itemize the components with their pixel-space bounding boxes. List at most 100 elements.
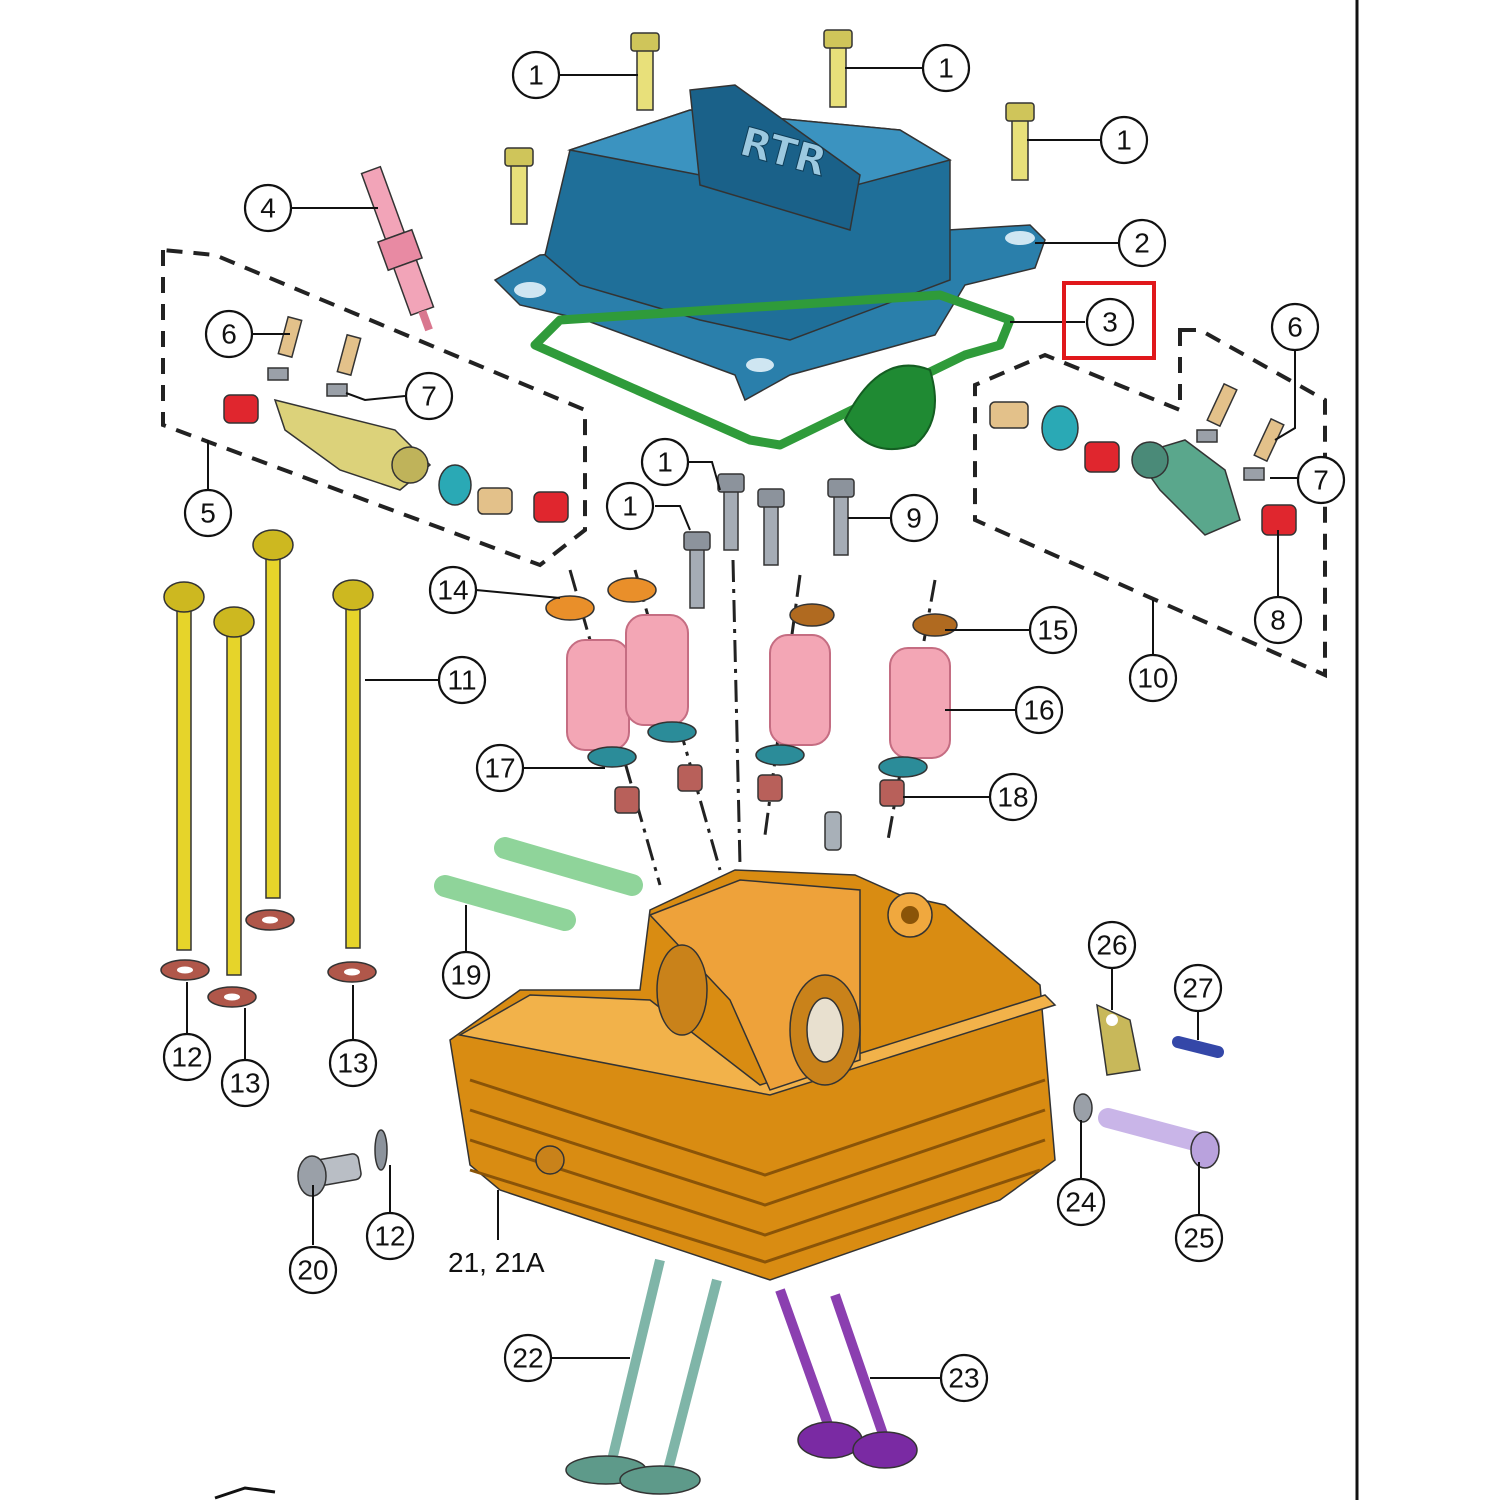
callout-1d: 1	[640, 437, 690, 487]
svg-text:18: 18	[997, 782, 1028, 813]
svg-text:27: 27	[1182, 973, 1213, 1004]
side-parts	[297, 1003, 1224, 1197]
callout-19: 19	[441, 950, 491, 1000]
callout-1b: 1	[921, 43, 971, 93]
callout-11: 11	[437, 655, 487, 705]
bolt-1b	[823, 29, 853, 108]
callout-1e: 1	[605, 481, 655, 531]
orientation-arrow	[214, 1486, 276, 1500]
svg-text:6: 6	[1287, 312, 1303, 343]
callout-9: 9	[889, 493, 939, 543]
svg-text:26: 26	[1096, 930, 1127, 961]
callout-13a: 13	[220, 1058, 270, 1108]
dowel-pins	[434, 837, 643, 931]
callout-23: 23	[939, 1353, 989, 1403]
callout-12b: 12	[365, 1211, 415, 1261]
valve-cover-gasket	[530, 290, 1015, 451]
callout-3-highlight-box	[1062, 281, 1156, 360]
cover-bolts	[504, 29, 1035, 609]
svg-text:20: 20	[297, 1255, 328, 1286]
callout-22: 22	[503, 1333, 553, 1383]
callout-13b: 13	[328, 1038, 378, 1088]
callout-3: 3	[1085, 297, 1135, 347]
callout-7a: 7	[404, 371, 454, 421]
callout-20: 20	[288, 1245, 338, 1295]
callout-17: 17	[475, 743, 525, 793]
svg-text:1: 1	[1116, 125, 1132, 156]
callout-14: 14	[428, 565, 478, 615]
callout-25: 25	[1174, 1213, 1224, 1263]
bolt-1c	[1005, 102, 1035, 181]
callout-16: 16	[1014, 685, 1064, 735]
bolt-1a	[630, 32, 660, 111]
svg-text:11: 11	[447, 665, 476, 696]
callout-5: 5	[183, 488, 233, 538]
right-rocker-group-outline	[973, 328, 1327, 679]
leader-lines	[186, 67, 1297, 1379]
callout-2: 2	[1117, 218, 1167, 268]
callout-7b: 7	[1296, 455, 1346, 505]
washers	[160, 909, 377, 1008]
callout-10: 10	[1128, 653, 1178, 703]
svg-text:10: 10	[1137, 663, 1168, 694]
svg-text:12: 12	[171, 1042, 202, 1073]
valves	[565, 1258, 918, 1495]
cylinder-head	[449, 869, 1057, 1281]
spring-4	[889, 647, 951, 759]
callout-6a: 6	[204, 309, 254, 359]
bolt-1d	[504, 147, 534, 225]
svg-text:5: 5	[200, 498, 216, 529]
svg-text:9: 9	[906, 503, 922, 534]
valve-train	[545, 577, 958, 851]
callout-18: 18	[988, 772, 1038, 822]
svg-text:25: 25	[1183, 1223, 1214, 1254]
svg-text:4: 4	[260, 193, 276, 224]
svg-text:1: 1	[528, 60, 544, 91]
bolt-1f	[717, 473, 745, 551]
stud-3	[252, 529, 294, 899]
callout-1a: 1	[511, 50, 561, 100]
callout-15: 15	[1028, 605, 1078, 655]
bolt-9	[827, 478, 855, 556]
stud-1	[163, 581, 205, 951]
right-rocker-parts	[989, 382, 1297, 536]
callout-8: 8	[1253, 595, 1303, 645]
stud-2	[213, 606, 255, 976]
svg-text:17: 17	[484, 753, 515, 784]
left-rocker-group-outline	[161, 247, 587, 568]
spring-1	[566, 639, 630, 751]
svg-text:19: 19	[450, 960, 481, 991]
spark-plug	[360, 165, 435, 332]
svg-text:16: 16	[1023, 695, 1054, 726]
svg-text:6: 6	[221, 319, 237, 350]
svg-text:23: 23	[948, 1363, 979, 1394]
svg-text:7: 7	[421, 381, 437, 412]
bolt-1g	[757, 488, 785, 566]
svg-text:8: 8	[1270, 605, 1286, 636]
svg-text:1: 1	[657, 447, 673, 478]
svg-text:7: 7	[1313, 465, 1329, 496]
bolt-1e	[683, 531, 711, 609]
svg-text:22: 22	[512, 1343, 543, 1374]
svg-text:12: 12	[374, 1221, 405, 1252]
spring-3	[769, 634, 831, 746]
callout-26: 26	[1087, 920, 1137, 970]
callout-6b: 6	[1270, 302, 1320, 352]
callout-4: 4	[243, 183, 293, 233]
svg-text:1: 1	[622, 491, 638, 522]
svg-text:3: 3	[1102, 307, 1118, 338]
cylinder-studs	[163, 529, 374, 976]
callout-24: 24	[1056, 1177, 1106, 1227]
callout-12a: 12	[162, 1032, 212, 1082]
svg-text:2: 2	[1134, 228, 1150, 259]
svg-text:24: 24	[1065, 1187, 1096, 1218]
stud-4	[332, 579, 374, 949]
label-21-21a: 21, 21A	[448, 1247, 545, 1278]
callout-27: 27	[1173, 963, 1223, 1013]
left-rocker-parts	[223, 315, 569, 523]
svg-text:13: 13	[229, 1068, 260, 1099]
svg-text:13: 13	[337, 1048, 368, 1079]
spring-2	[625, 614, 689, 726]
valve-cover: RTR	[493, 84, 1046, 402]
